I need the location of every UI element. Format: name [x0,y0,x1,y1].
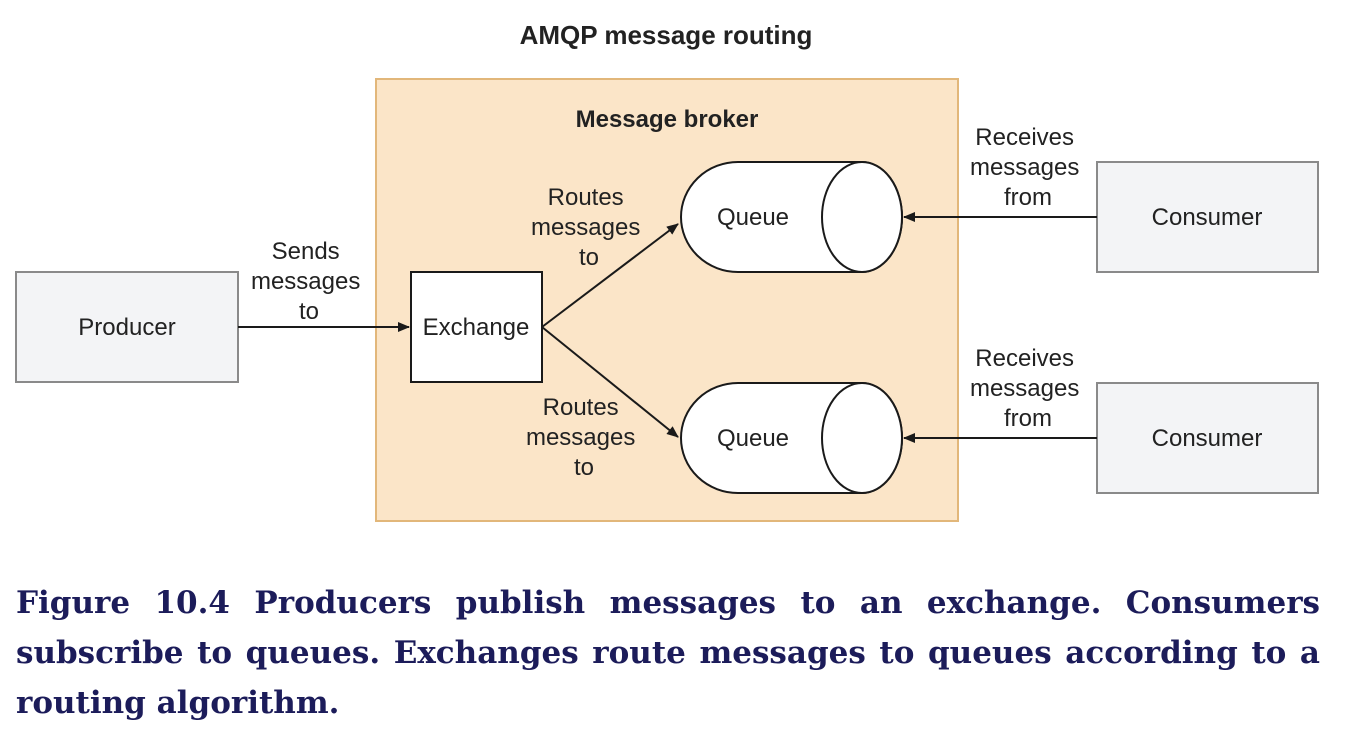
edge-label-receives-top: Receives messages from [970,124,1086,211]
queue-bottom-end [821,382,903,494]
consumer-top-label: Consumer [1152,204,1263,231]
amqp-routing-diagram: AMQP message routing Message broker Prod… [15,20,1319,522]
diagram-title: AMQP message routing [520,20,813,50]
edge-label-routes-bottom: Routes messages to [526,394,642,481]
queue-top-label: Queue [717,204,789,231]
consumer-bottom-box [1096,382,1319,494]
edge-label-routes-top: Routes messages to [531,184,647,271]
consumer-top-box [1096,161,1319,273]
producer-box [15,271,239,383]
exchange-label: Exchange [423,314,530,341]
producer-label: Producer [78,314,175,341]
message-broker-label: Message broker [576,106,759,133]
exchange-box [410,271,543,383]
exchange-to-queue-top-arrow [541,223,679,328]
queue-top: Queue [680,161,903,273]
edge-label-receives-bottom: Receives messages from [970,345,1086,432]
queue-bottom: Queue [680,382,903,494]
figure-caption: Figure 10.4 Producers publish messages t… [16,585,1320,721]
queue-bottom-label: Queue [717,425,789,452]
consumer-bottom-label: Consumer [1152,425,1263,452]
edge-label-sends: Sends messages to [251,238,367,325]
exchange-to-queue-bottom-arrow [541,326,679,438]
queue-top-end [821,161,903,273]
